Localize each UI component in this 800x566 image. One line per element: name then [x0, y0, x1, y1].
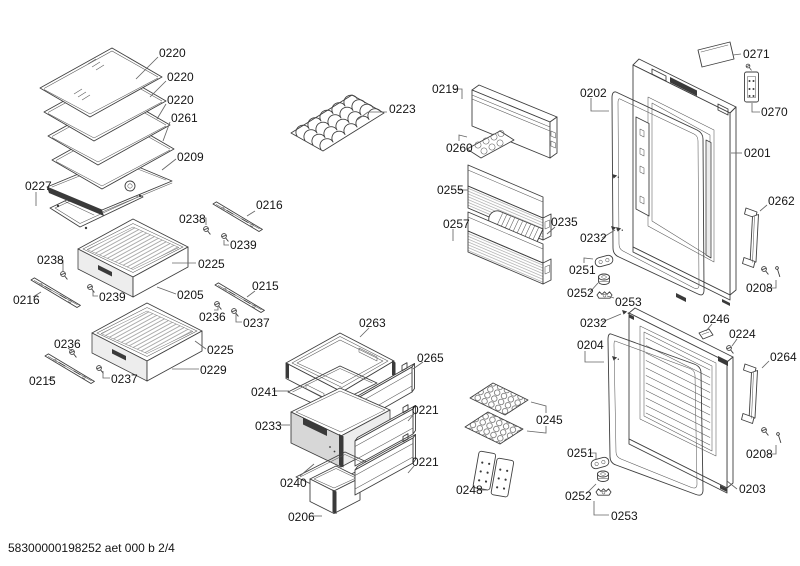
leader-line — [726, 480, 738, 490]
leader-line — [32, 291, 42, 298]
leader-line — [593, 501, 609, 516]
leader-line — [590, 98, 609, 112]
screw-0238-right — [203, 226, 211, 235]
leader-line — [731, 338, 738, 347]
hinge-part-0253-lower — [595, 488, 612, 496]
leader-line — [235, 314, 242, 323]
leader-line — [161, 158, 177, 171]
front-panel-0221-upper — [354, 404, 416, 467]
screw-0237-right — [231, 308, 239, 317]
leader-line — [412, 361, 424, 370]
doc-footer: 58300000198252 aet 000 b 2/4 — [8, 541, 175, 555]
leader-line — [92, 290, 98, 297]
leader-line — [149, 80, 167, 98]
leader-line — [359, 327, 370, 338]
leader-line — [584, 351, 604, 363]
leader-line — [732, 53, 742, 56]
leader-line — [761, 360, 770, 369]
rail-0215-left — [44, 353, 95, 384]
leader-line — [246, 210, 256, 217]
leader-line — [705, 323, 713, 332]
leader-line — [589, 452, 597, 459]
leader-line — [214, 307, 219, 311]
ice-tray-0245-b — [464, 411, 524, 445]
door-handle-0264 — [741, 363, 758, 424]
leader-line — [458, 134, 468, 141]
screw-0208-lower — [761, 427, 782, 444]
leader-line — [246, 290, 256, 298]
leader-line — [606, 295, 615, 299]
leader-line — [768, 445, 777, 455]
leader-line — [407, 413, 415, 422]
door-handle-0262 — [742, 207, 759, 268]
screw-0224 — [726, 345, 734, 354]
front-panel-0221-lower — [354, 433, 416, 496]
leader-line — [526, 426, 547, 434]
cap-0246 — [698, 328, 714, 340]
leader-line — [768, 280, 777, 289]
leader-line — [601, 229, 616, 239]
leader-line — [67, 347, 73, 352]
leader-line — [530, 401, 547, 413]
ice-tray-0245-a — [469, 382, 529, 416]
leader-line — [58, 259, 64, 271]
nameplate-0271 — [697, 41, 735, 68]
rail-0216-right — [212, 201, 263, 232]
screw-0239-right — [221, 233, 229, 242]
bearing-0252-upper — [598, 273, 610, 285]
leader-line — [583, 257, 594, 263]
leader-line — [299, 463, 315, 477]
leader-line — [223, 240, 229, 246]
leader-line — [194, 340, 207, 350]
egg-insert-0260 — [466, 130, 515, 159]
rail-0216-left — [30, 277, 81, 308]
screw-0238-left — [60, 271, 68, 280]
glass-shelf-0220-a — [39, 47, 163, 118]
screw-0237-left — [96, 365, 104, 374]
freezer-bin-0206 — [309, 465, 361, 514]
fridge-door-0201 — [632, 58, 737, 306]
leader-line — [586, 483, 597, 494]
leader-line — [759, 204, 768, 212]
leader-line — [407, 465, 415, 474]
freezer-door-0203 — [628, 307, 734, 494]
leader-line — [601, 313, 622, 323]
hinge-part-0253-upper — [596, 291, 613, 299]
screw-0236-left — [69, 349, 77, 358]
dairy-box-0219 — [471, 84, 558, 159]
door-bin-0257 — [467, 211, 552, 285]
leader-line — [589, 282, 599, 293]
door-gasket-0202 — [610, 91, 705, 296]
leader-lines — [32, 53, 777, 517]
leader-line — [356, 111, 387, 121]
egg-tray-0223 — [290, 94, 385, 152]
leader-line — [135, 56, 159, 80]
door-gasket-0204 — [607, 333, 704, 496]
hinge-plate-0251-upper — [593, 253, 615, 269]
leader-line — [546, 226, 556, 235]
screw-0208-upper — [761, 266, 781, 278]
leader-line — [47, 376, 56, 381]
screw-0232-lower — [622, 310, 629, 315]
leader-line — [751, 103, 760, 113]
cold-plates-0248 — [472, 450, 515, 498]
leader-line — [156, 103, 167, 120]
drawer-0225-0205 — [77, 218, 189, 298]
hinge-part-0270 — [744, 63, 759, 103]
bearing-0252-lower — [597, 470, 609, 482]
screw-0232-upper — [616, 227, 623, 232]
rail-0215-right — [214, 282, 265, 313]
hinge-plate-0251-lower — [589, 455, 611, 471]
leader-line — [202, 217, 207, 225]
leader-line — [453, 88, 463, 99]
leader-line — [162, 121, 171, 142]
leader-line — [156, 286, 177, 295]
leader-line — [102, 371, 110, 379]
